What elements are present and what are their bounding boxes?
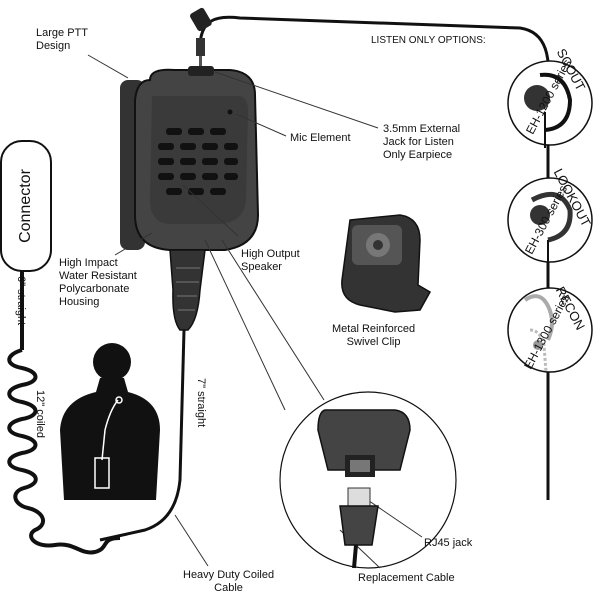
person-silhouette-icon bbox=[60, 343, 160, 500]
external-jack-label: 3.5mm External Jack for Listen Only Earp… bbox=[383, 123, 461, 161]
seven-inch-straight-label: 7" straight bbox=[195, 378, 207, 428]
straight-cable bbox=[99, 329, 186, 542]
connector-label: Connector bbox=[17, 169, 34, 243]
replacement-cable-icon bbox=[339, 487, 379, 569]
swivel-clip-icon bbox=[341, 214, 432, 313]
scout-earpiece-icon bbox=[507, 60, 593, 148]
recon-earpiece-icon bbox=[507, 287, 593, 373]
twelve-inch-coiled-label: 12" coiled bbox=[34, 390, 46, 438]
rj45-jack-icon bbox=[317, 409, 411, 477]
mic-element-label: Mic Element bbox=[290, 132, 351, 144]
six-inch-straight-label: 6" straight bbox=[15, 276, 27, 326]
coiled-cable bbox=[7, 268, 121, 555]
speaker-mic-icon bbox=[120, 66, 260, 331]
swivel-clip-label: Metal Reinforced Swivel Clip bbox=[332, 323, 416, 348]
audio-plug-icon bbox=[190, 7, 212, 72]
speaker-label: High Output Speaker bbox=[241, 248, 300, 273]
callout-lines bbox=[87, 54, 423, 569]
connector-box: Connector bbox=[0, 140, 52, 272]
listen-only-heading: LISTEN ONLY OPTIONS: bbox=[371, 35, 486, 46]
large-ptt-label: Large PTT Design bbox=[36, 27, 88, 52]
coiled-cable-label: Heavy Duty Coiled Cable bbox=[183, 569, 275, 594]
replacement-cable-label: Replacement Cable bbox=[358, 572, 455, 584]
rj45-jack-label: RJ45 jack bbox=[424, 537, 473, 549]
housing-label: High Impact Water Resistant Polycarbonat… bbox=[59, 257, 137, 308]
lookout-earpiece-icon bbox=[507, 177, 593, 263]
